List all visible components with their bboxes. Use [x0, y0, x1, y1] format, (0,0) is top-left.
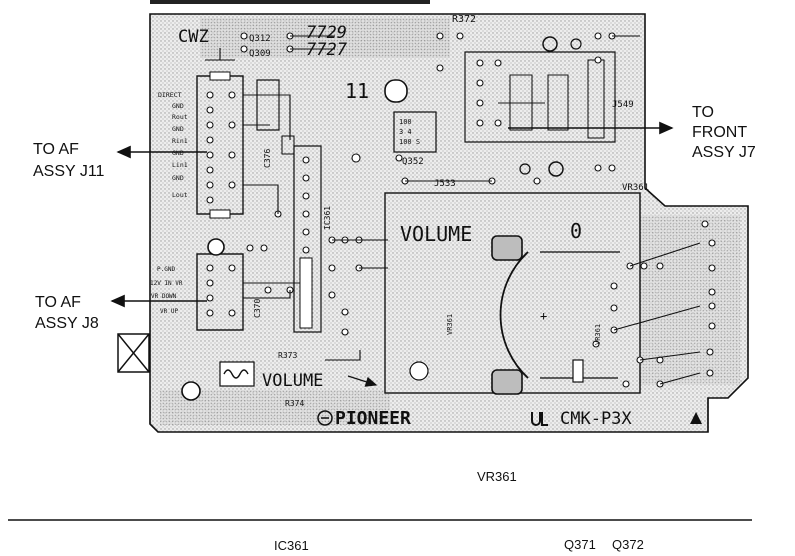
j11-pin-5: GND: [172, 149, 184, 157]
callout-right-line1: TO: [692, 104, 714, 121]
label-code-7729: 7729: [306, 23, 347, 43]
label-q312: Q312: [249, 34, 271, 44]
label-11: 11: [345, 79, 369, 103]
arrow-volume: [347, 375, 378, 387]
j11-pin-8: Lout: [172, 191, 188, 199]
connector-j11-block: [196, 71, 280, 219]
label-c376: C376: [263, 149, 272, 168]
callout-left-bottom: TO AF ASSY J8: [35, 294, 207, 332]
j11-pin-4: Rin1: [172, 137, 188, 145]
callout-left-bottom-line2: ASSY J8: [35, 315, 99, 332]
triangle-mark-icon: [690, 412, 702, 424]
traces: [205, 35, 701, 385]
label-ref-34: 3 4: [399, 128, 412, 136]
connector-j8-block: [196, 238, 244, 331]
coil-symbol: [223, 369, 249, 379]
label-ref-100: 100: [399, 118, 412, 126]
label-ic361-vertical: IC361: [323, 206, 332, 230]
bottom-edge-marks: [149, 398, 709, 432]
spring-symbol: [219, 361, 255, 387]
caption-vr361: VR361: [477, 469, 517, 484]
callout-right-line2: FRONT: [692, 124, 747, 141]
label-c370: C370: [253, 299, 262, 318]
upper-right-module: [393, 36, 616, 177]
label-model: CMK-P3X: [560, 409, 632, 429]
label-j533: J533: [434, 179, 456, 189]
caption-q372: Q372: [612, 537, 644, 552]
j8-pin-2: VR DOWN: [151, 293, 177, 300]
ic-block: [281, 135, 322, 333]
j11-pin-1: GND: [172, 102, 184, 110]
big-pad-11: [384, 79, 408, 103]
callout-left-bottom-line1: TO AF: [35, 294, 81, 311]
cross-box-symbol: [117, 333, 150, 373]
ul-logo-icon: [531, 412, 548, 426]
label-j549: J549: [612, 100, 634, 110]
j11-pin-7: GND: [172, 174, 184, 182]
label-brand: PIONEER: [335, 408, 411, 429]
j11-pin-0: DIRECT: [158, 91, 182, 99]
j8-pin-0: P.GND: [157, 266, 175, 273]
label-cwz: CWZ: [178, 27, 209, 47]
label-r372: R372: [452, 14, 476, 25]
label-zero: 0: [570, 219, 582, 243]
j8-pin-3: VR UP: [160, 308, 178, 315]
callout-right-line3: ASSY J7: [692, 144, 756, 161]
j8-pin-1: 12V IN VR: [150, 280, 183, 287]
top-cropped-text: [150, 0, 430, 4]
silkscreen-labels: CWZ Q312 Q309 7729 7727 R372 11 C376 C37…: [178, 14, 649, 429]
pioneer-logo-icon: [317, 410, 333, 426]
label-vr361-vertical: VR361: [594, 324, 602, 345]
label-vr361-board: VR361: [622, 183, 649, 193]
callout-left-top-line1: TO AF: [33, 141, 79, 158]
j11-pin-labels: DIRECT GND Rout GND Rin1 GND Lin1 GND Lo…: [158, 91, 188, 199]
caption-q371: Q371: [564, 537, 596, 552]
j11-pin-2: Rout: [172, 113, 188, 121]
label-r373: R373: [278, 351, 297, 360]
label-volume-top: VOLUME: [400, 222, 472, 246]
svg-text:VR361: VR361: [446, 314, 454, 335]
callout-right: TO FRONT ASSY J7: [508, 104, 756, 161]
j8-pin-labels: P.GND 12V IN VR VR DOWN VR UP: [150, 266, 183, 315]
mounting-hole: [181, 381, 201, 401]
j11-pin-6: Lin1: [172, 161, 188, 169]
svg-text:+: +: [540, 309, 547, 323]
label-q309: Q309: [249, 49, 271, 59]
j11-pin-3: GND: [172, 125, 184, 133]
caption-ic361: IC361: [274, 538, 309, 553]
label-ref-100s: 100 S: [399, 138, 420, 146]
label-r374: R374: [285, 399, 304, 408]
volume-module: + VR361: [384, 192, 641, 395]
callout-left-top: TO AF ASSY J11: [33, 141, 207, 180]
label-q352: Q352: [402, 157, 424, 167]
label-code-7727: 7727: [306, 40, 348, 60]
callout-left-top-line2: ASSY J11: [33, 163, 105, 180]
label-volume-bottom: VOLUME: [262, 371, 323, 391]
